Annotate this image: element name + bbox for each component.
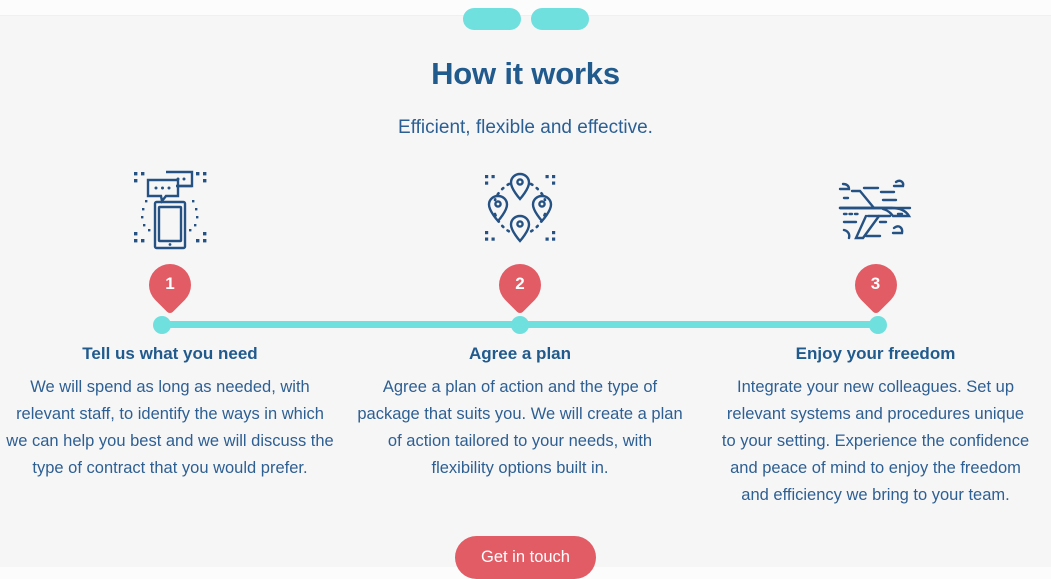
how-it-works-section: How it works Efficient, flexible and eff… [0,8,1051,579]
get-in-touch-button[interactable]: Get in touch [455,536,596,579]
progress-timeline [0,316,1051,341]
step-column-1: 1 Tell us what you need We will spend as… [0,156,340,509]
dash-right-icon [530,8,589,30]
step-title-2: Agree a plan [468,344,572,363]
step-column-3: 3 Enjoy your freedom Integrate your new … [700,156,1051,509]
steps-container: 1 Tell us what you need We will spend as… [0,156,1051,509]
cta-container: Get in touch [0,536,1051,579]
step-title-1: Tell us what you need [82,344,258,363]
smartphone-chat-icon [120,156,220,256]
page-subtitle: Efficient, flexible and effective. [398,117,653,138]
step-body-3: Integrate your new colleagues. Set up re… [721,378,1030,504]
timeline-node-2 [511,316,529,334]
people-network-pins-icon [470,156,570,256]
page-title: How it works [431,56,620,91]
timeline-node-1 [153,316,171,334]
step-column-2: 2 Agree a plan Agree a plan of action an… [340,156,700,509]
step-number-3: 3 [870,274,881,293]
dash-left-icon [462,8,521,30]
step-number-1: 1 [165,274,175,293]
decorative-double-dash [0,8,1051,42]
timeline-node-3 [869,316,887,334]
step-body-1: We will spend as long as needed, with re… [6,378,334,477]
airplane-icon [826,156,926,256]
step-marker-3: 3 [845,255,906,316]
page-root: How it works Efficient, flexible and eff… [0,8,1051,579]
step-number-2: 2 [515,274,525,293]
step-body-2: Agree a plan of action and the type of p… [357,378,683,477]
step-title-3: Enjoy your freedom [795,344,956,363]
step-marker-2: 2 [490,255,550,316]
step-marker-1: 1 [140,255,200,316]
